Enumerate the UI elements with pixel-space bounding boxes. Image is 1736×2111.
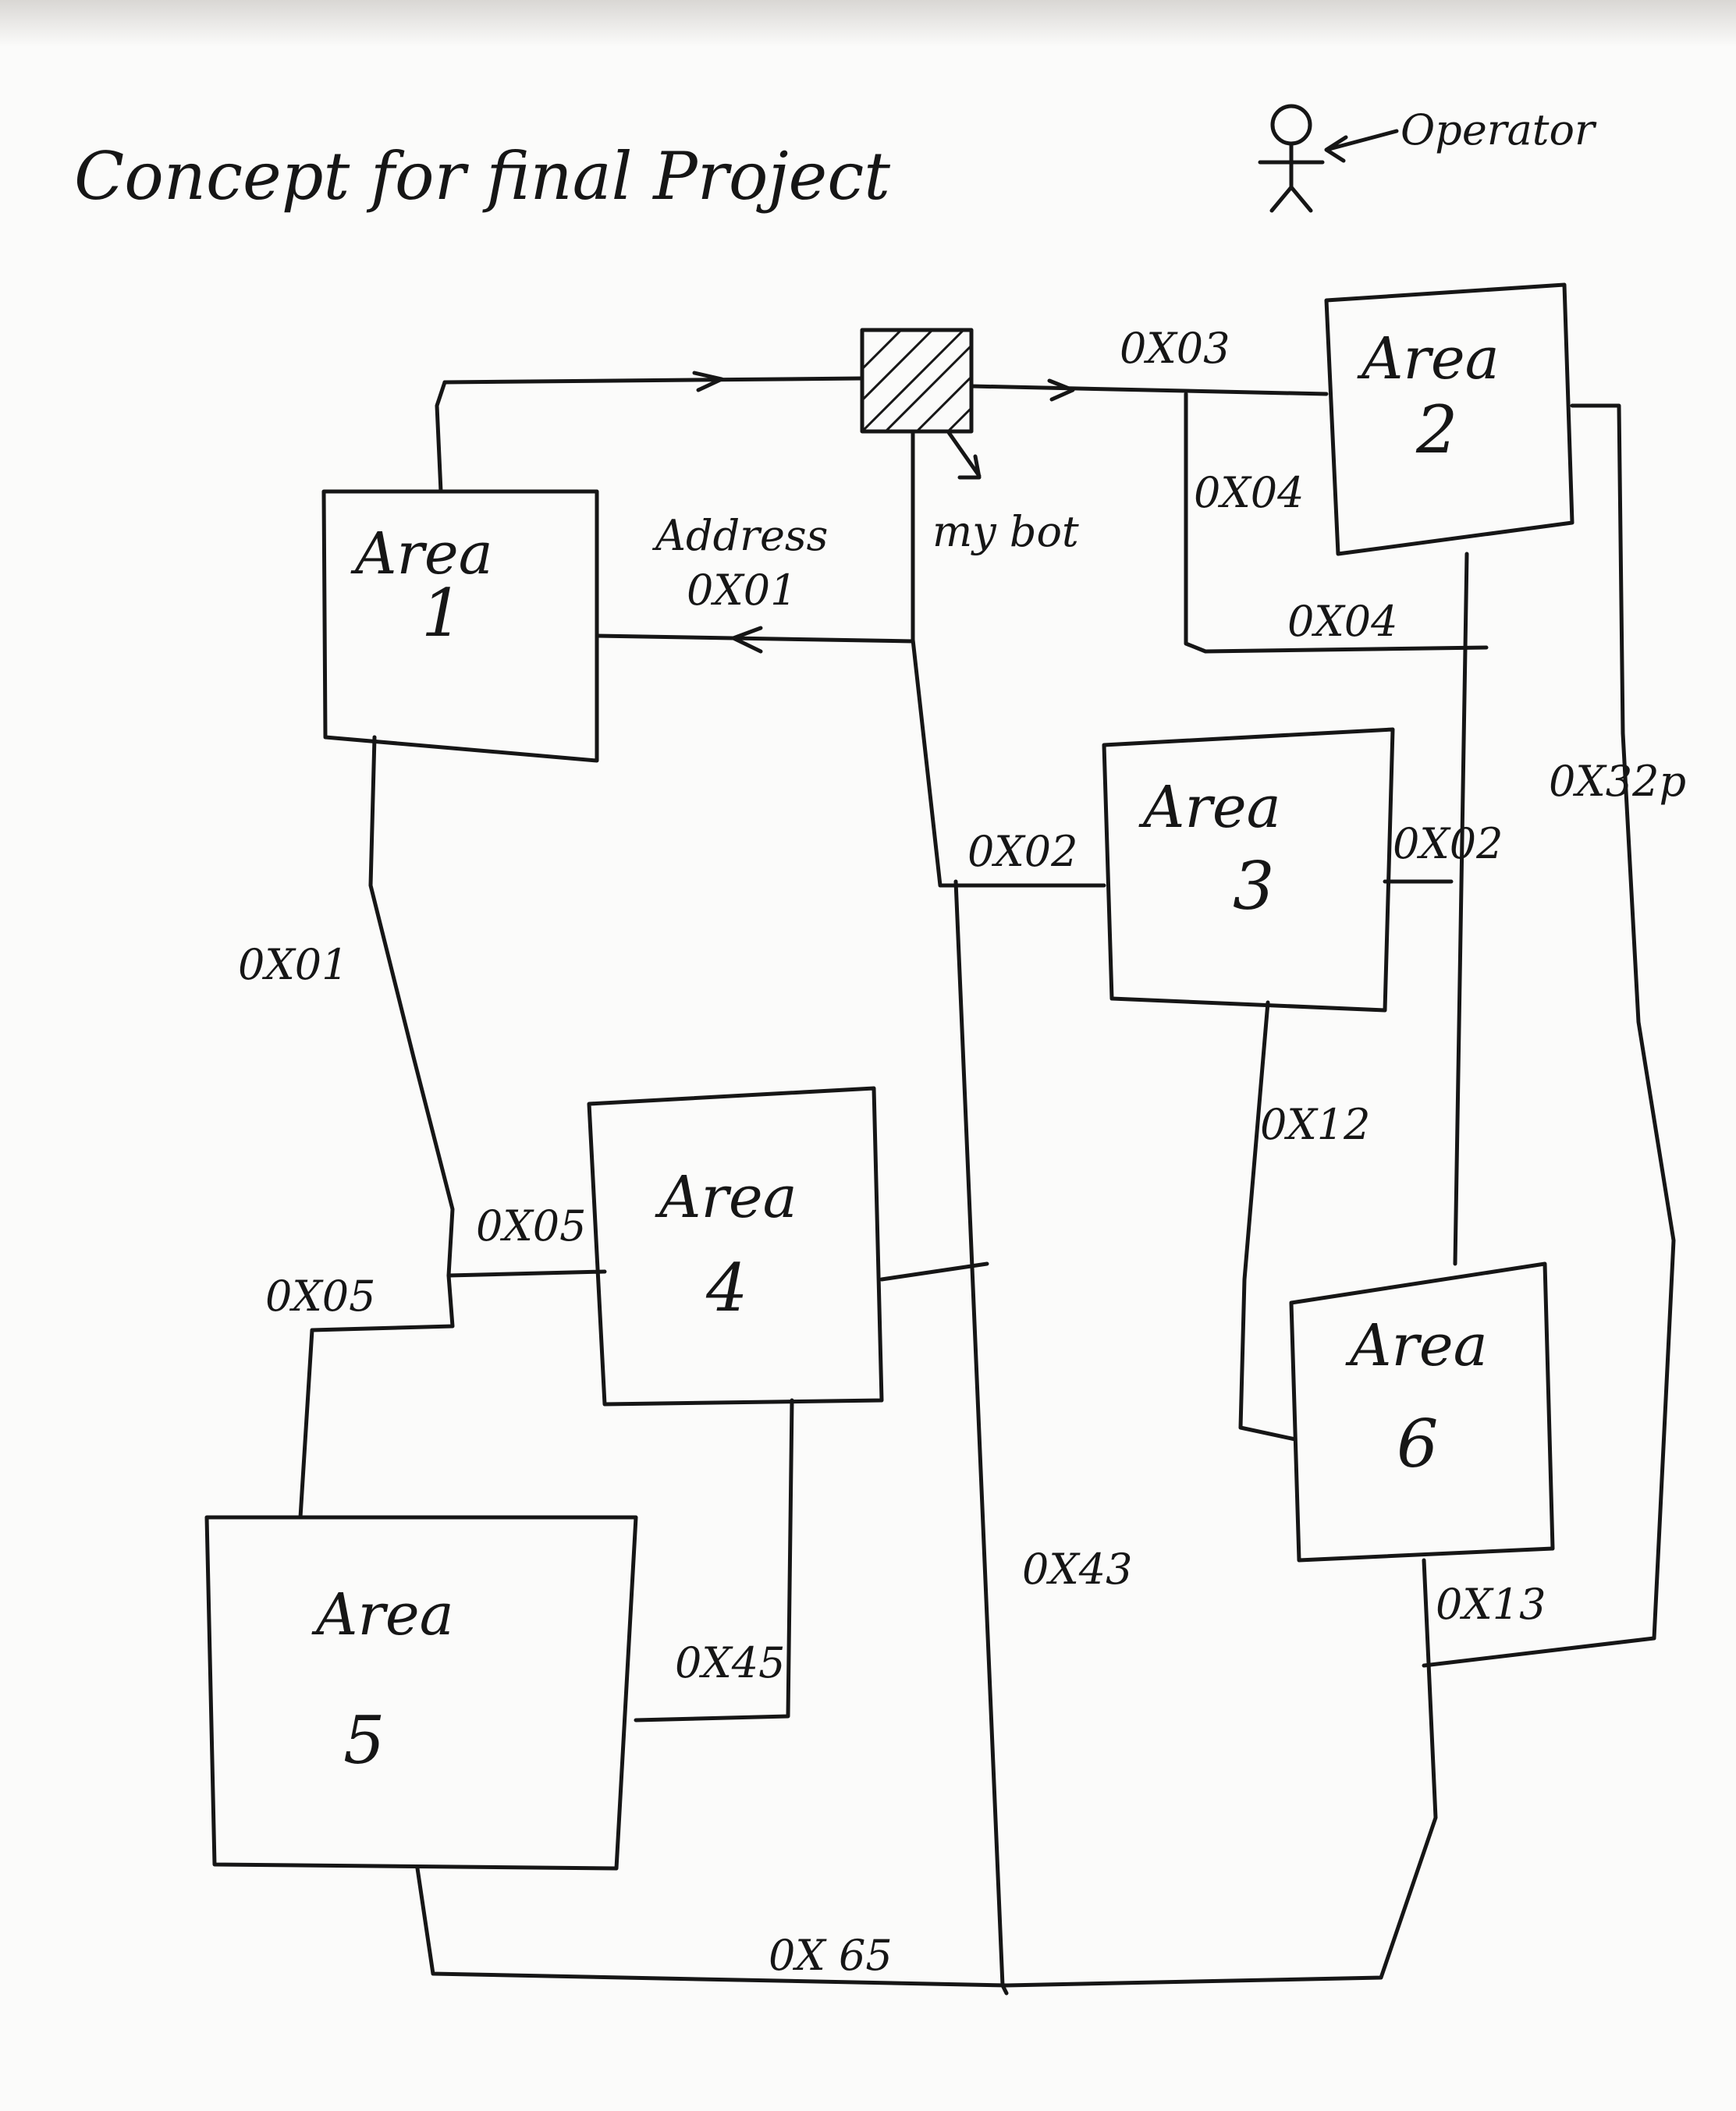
svg-text:Area: Area xyxy=(1138,774,1281,841)
area-1-box: Area 1 xyxy=(321,489,599,763)
svg-text:2: 2 xyxy=(1415,392,1457,468)
bottom-return-link xyxy=(415,1558,1438,1988)
bot-to-area1-link xyxy=(595,633,915,644)
svg-text:Area: Area xyxy=(1357,325,1500,392)
area-6-box: Area 6 xyxy=(1289,1261,1555,1563)
link-label-area3-area2: 0X02 xyxy=(1393,819,1503,868)
area3-to-area6-link xyxy=(1238,1000,1298,1442)
link-label-area2-area6: 0X32p xyxy=(1549,757,1686,806)
operator-arrow xyxy=(1324,129,1399,163)
svg-text:Area: Area xyxy=(655,1164,797,1231)
svg-text:6: 6 xyxy=(1397,1406,1438,1482)
link-label-area4-area5: 0X45 xyxy=(675,1638,786,1687)
svg-text:Area: Area xyxy=(311,1581,454,1648)
link-label-bot-area1: 0X01 xyxy=(687,566,797,615)
area2-outer-loop-link xyxy=(1422,403,1676,1668)
area1-arrow-head xyxy=(731,626,763,654)
link-label-bot-area2: 0X03 xyxy=(1120,324,1230,373)
link-label-area4-left-out: 0X05 xyxy=(265,1272,376,1321)
area4-to-bottom-link xyxy=(879,879,1009,1996)
area-4-box: Area 4 xyxy=(587,1086,884,1407)
area1-to-area4-link xyxy=(368,735,607,1278)
svg-text:Area: Area xyxy=(1345,1312,1488,1379)
area2-to-area6-link xyxy=(1453,552,1469,1266)
paper-shadow xyxy=(0,0,1736,47)
link-label-area3-area6: 0X12 xyxy=(1260,1100,1371,1149)
bot-icon xyxy=(860,328,974,434)
area-2-box: Area 2 xyxy=(1324,282,1574,556)
link-label-area6-bottom: 0X13 xyxy=(1436,1580,1546,1629)
svg-text:Area: Area xyxy=(350,520,493,587)
svg-text:1: 1 xyxy=(421,575,463,651)
link-label-area2-vertical: 0X04 xyxy=(1194,468,1305,517)
area-5-box: Area 5 xyxy=(204,1515,638,1871)
bot-pointer-arrow xyxy=(946,429,982,480)
area1-top-link xyxy=(435,380,447,494)
area2-loop-link xyxy=(1184,392,1489,654)
area4-to-area5-link xyxy=(634,1398,794,1723)
link-label-area2-bottom: 0X04 xyxy=(1287,597,1398,646)
bot-horizontal-link xyxy=(442,376,1329,396)
operator-figure-icon xyxy=(1258,104,1325,213)
area-3-box: Area 3 xyxy=(1102,727,1395,1013)
link-label-area4-bottom: 0X43 xyxy=(1022,1545,1133,1594)
operator-label: Operator xyxy=(1401,105,1597,154)
address-caption: Address xyxy=(651,511,828,560)
link-label-area4-left-in: 0X05 xyxy=(476,1201,587,1251)
svg-text:4: 4 xyxy=(705,1250,747,1326)
bot-link-arrows xyxy=(692,371,1075,402)
svg-text:3: 3 xyxy=(1233,848,1274,924)
link-label-area1-area4: 0X01 xyxy=(238,940,349,989)
bot-label: my bot xyxy=(932,507,1079,556)
link-label-area5-bottom: 0X 65 xyxy=(769,1931,893,1980)
bot-vertical-link xyxy=(911,429,1106,888)
link-label-bot-area3: 0X02 xyxy=(967,827,1078,876)
page-title: Concept for final Project xyxy=(74,138,890,215)
area4-to-area5-left-link xyxy=(298,1273,455,1520)
svg-text:5: 5 xyxy=(343,1702,385,1779)
